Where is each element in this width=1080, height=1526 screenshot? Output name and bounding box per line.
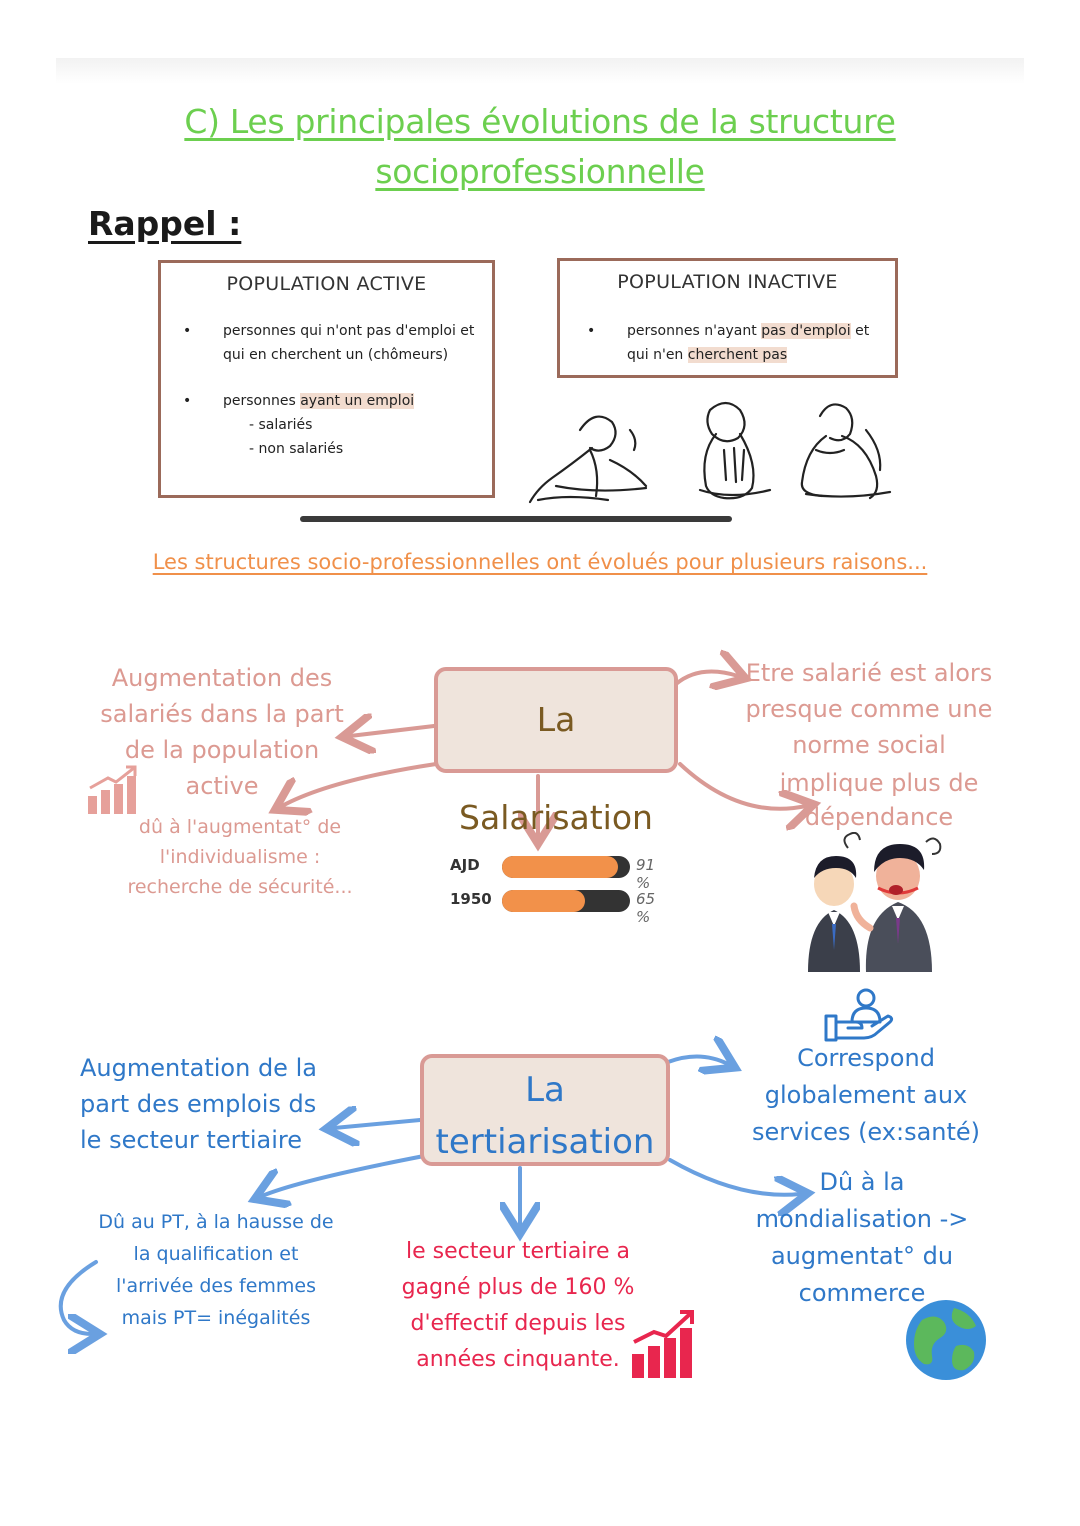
arrow-ter-right: [666, 1056, 728, 1064]
text-line: presque comme une: [745, 695, 993, 723]
arrow-ter-left: [334, 1120, 422, 1128]
text-line: le secteur tertiaire: [80, 1126, 303, 1154]
section-divider: [300, 516, 732, 522]
globe-icon: [906, 1300, 986, 1380]
text-line: l'individualisme :: [159, 846, 321, 868]
reasons-heading: Les structures socio-professionnelles on…: [152, 550, 928, 574]
list-item: • personnes ayant un emploi - salariés -…: [183, 389, 483, 461]
tertiarisation-node: La tertiarisation: [420, 1054, 670, 1166]
text-line: commerce: [798, 1279, 926, 1307]
text-line: augmentat° du: [770, 1242, 954, 1270]
population-active-item2-prefix: personnes: [223, 393, 301, 409]
text-line: d'effectif depuis les: [410, 1311, 626, 1336]
salarisation-cause-text: dû à l'augmentat° de l'individualisme : …: [110, 812, 370, 902]
text-line: de la population: [124, 736, 320, 764]
tertiarisation-left-text: Augmentation de la part des emplois ds l…: [80, 1050, 330, 1158]
text-line: années cinquante.: [416, 1347, 620, 1372]
bar-chart-rising-icon: [88, 765, 137, 814]
text-line: dépendance: [804, 803, 954, 831]
text-line: services (ex:santé): [751, 1118, 981, 1146]
tertiarisation-right-text: Correspond globalement aux services (ex:…: [744, 1040, 988, 1151]
bullet-icon: •: [183, 323, 192, 339]
text-line: Etre salarié est alors: [745, 659, 993, 687]
text-line: la qualification et: [133, 1243, 299, 1265]
text-line: Correspond: [797, 1044, 935, 1072]
tertiarisation-node-line1: La: [525, 1070, 565, 1110]
arrow-sal-right-down: [678, 762, 806, 809]
population-active-heading: POPULATION ACTIVE: [226, 273, 427, 295]
bar-value-label: 91 %: [636, 856, 656, 892]
population-active-list: • personnes qui n'ont pas d'emploi et qu…: [183, 319, 483, 461]
bullet-icon: •: [183, 393, 192, 409]
hand-user-icon: [824, 988, 894, 1042]
bar-label: AJD: [450, 856, 480, 874]
list-item: • personnes n'ayant pas d'emploi et qui …: [587, 319, 887, 367]
arrow-sal-right: [674, 672, 738, 685]
salarisation-node: La Salarisation: [434, 667, 678, 837]
text-line: mais PT= inégalités: [121, 1307, 311, 1329]
population-inactive-text-a: personnes n'ayant: [627, 323, 762, 339]
population-active-sub1: - salariés: [249, 417, 313, 433]
population-active-item2-highlight: ayant un emploi: [300, 393, 415, 409]
text-line: le secteur tertiaire a: [406, 1239, 630, 1264]
salarisation-dependance-text: implique plus de dépendance: [773, 766, 985, 834]
tertiarisation-growth-text: le secteur tertiaire a gagné plus de 160…: [390, 1234, 646, 1378]
text-line: Augmentation des: [111, 664, 333, 692]
salarisation-right-text: Etre salarié est alors presque comme une…: [745, 655, 993, 763]
arrow-ter-left-down: [262, 1154, 426, 1196]
text-line: mondialisation ->: [755, 1205, 969, 1233]
bar-fill: [502, 856, 619, 878]
population-inactive-highlight1: pas d'emploi: [761, 323, 851, 339]
bar-chart-rising-icon: [632, 1310, 694, 1378]
page-title-line1: C) Les principales évolutions de la stru…: [184, 102, 896, 141]
rappel-heading: Rappel :: [88, 204, 242, 243]
text-line: norme social: [792, 731, 946, 759]
tertiarisation-mondialisation-text: Dû à la mondialisation -> augmentat° du …: [750, 1164, 974, 1312]
bar-track: [502, 856, 630, 878]
population-active-box: POPULATION ACTIVE • personnes qui n'ont …: [158, 260, 495, 498]
tertiarisation-cause-text: Dû au PT, à la hausse de la qualificatio…: [88, 1206, 344, 1334]
text-line: implique plus de: [779, 769, 979, 797]
arrow-ter-loop: [58, 1260, 96, 1334]
list-item: • personnes qui n'ont pas d'emploi et qu…: [183, 319, 483, 367]
text-line: Dû à la: [819, 1168, 905, 1196]
text-line: Dû au PT, à la hausse de: [98, 1211, 334, 1233]
population-inactive-highlight2: cherchent pas: [687, 347, 788, 363]
text-line: globalement aux: [764, 1081, 968, 1109]
text-line: active: [185, 772, 259, 800]
arrow-ter-right-down: [668, 1158, 800, 1195]
text-line: l'arrivée des femmes: [115, 1275, 317, 1297]
text-line: salariés dans la part: [100, 700, 344, 728]
population-inactive-box: POPULATION INACTIVE • personnes n'ayant …: [557, 258, 898, 378]
bar-value-label: 65 %: [636, 890, 656, 926]
population-active-sub2: - non salariés: [249, 441, 344, 457]
population-inactive-list: • personnes n'ayant pas d'emploi et qui …: [587, 319, 887, 367]
bar-track: [502, 890, 630, 912]
page-top-shadow: [56, 58, 1024, 84]
page-title-line2: socioprofessionnelle: [375, 152, 705, 191]
bullet-icon: •: [587, 323, 596, 339]
text-line: Augmentation de la: [80, 1054, 317, 1082]
text-line: gagné plus de 160 %: [401, 1275, 635, 1300]
text-line: part des emplois ds: [80, 1090, 317, 1118]
bar-label: 1950: [450, 890, 492, 908]
salarisation-left-text: Augmentation des salariés dans la part d…: [96, 660, 348, 804]
population-inactive-heading: POPULATION INACTIVE: [617, 271, 838, 293]
population-inactive-text-b: et qui n'en: [627, 323, 870, 363]
arrow-sal-left-down: [282, 762, 438, 806]
population-active-item1: personnes qui n'ont pas d'emploi et qui …: [223, 323, 475, 363]
people-arguing-icon: [808, 832, 942, 972]
tertiarisation-node-line2: tertiarisation: [435, 1122, 655, 1162]
text-line: dû à l'augmentat° de: [138, 816, 342, 838]
sketch-people-icon: [528, 401, 892, 504]
bar-fill: [502, 890, 586, 912]
text-line: recherche de sécurité...: [127, 876, 353, 898]
arrow-sal-left: [350, 726, 436, 736]
